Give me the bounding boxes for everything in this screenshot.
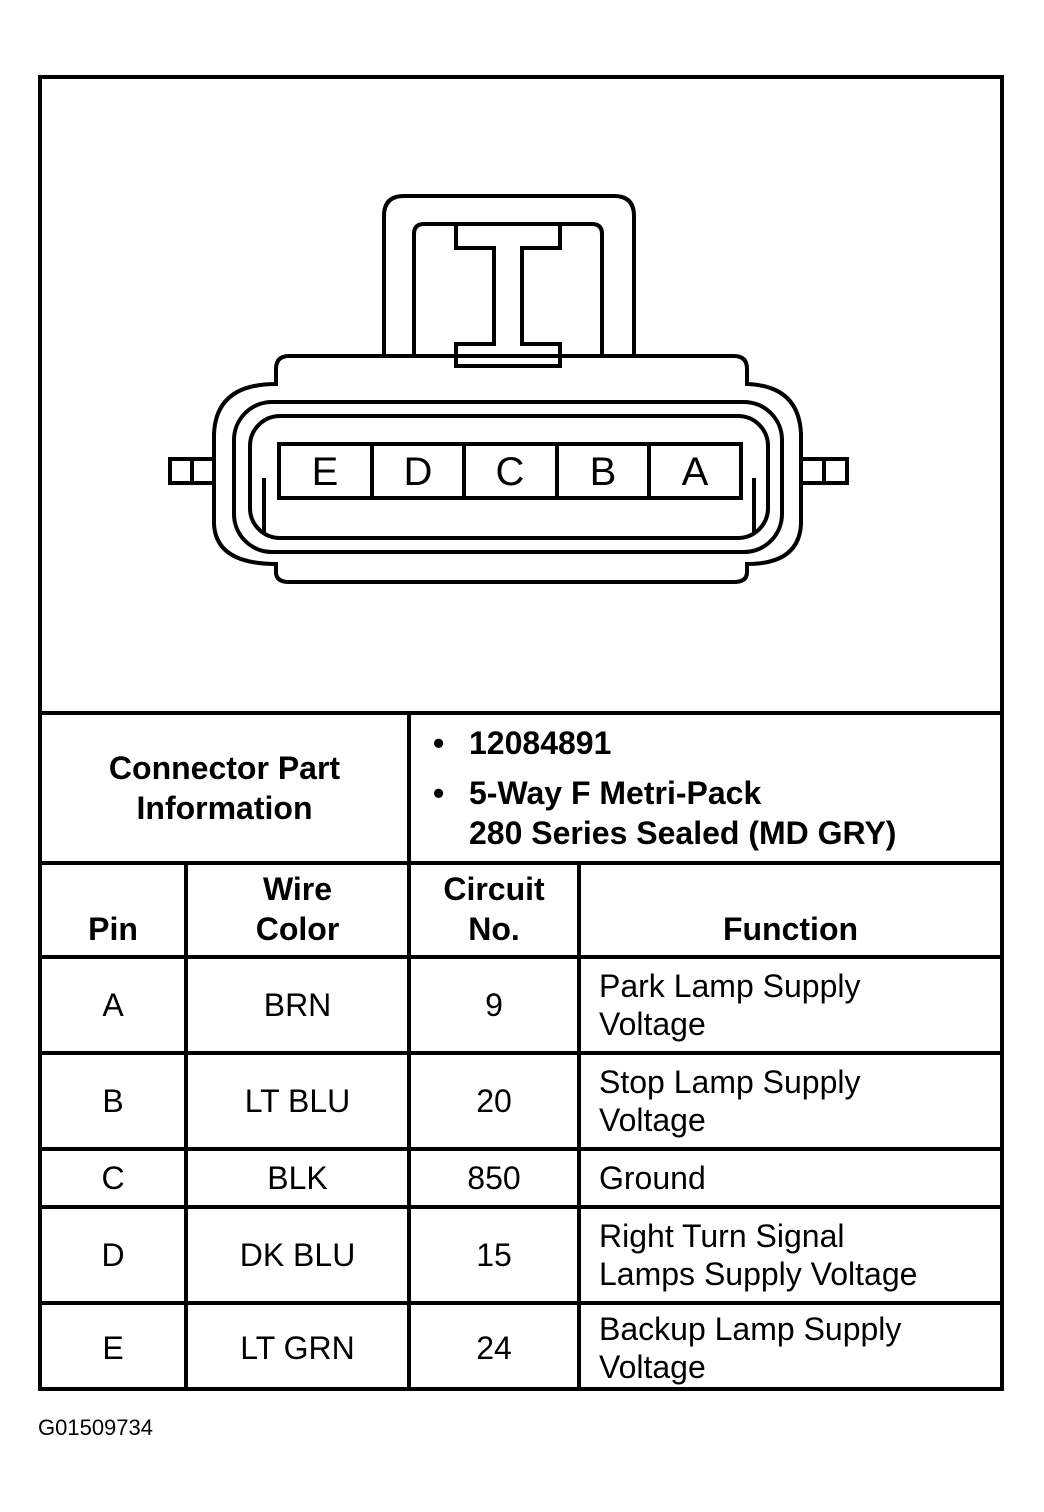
circuit-cell: 850	[407, 1147, 579, 1207]
connector-info-value: • 12084891 • 5-Way F Metri-Pack 280 Seri…	[409, 711, 1000, 861]
wire-color-cell: BLK	[184, 1147, 409, 1207]
pin-cell: A	[42, 955, 186, 1053]
circuit-cell: 9	[407, 955, 579, 1053]
bullet: •	[433, 725, 445, 761]
pin-label-c: C	[496, 450, 525, 494]
pin-cell: C	[42, 1147, 186, 1207]
pin-label-d: D	[404, 450, 433, 494]
circuit-cell: 20	[407, 1051, 579, 1149]
circuit-cell: 15	[407, 1205, 579, 1303]
connector-info-label: Connector Part Information	[42, 711, 411, 861]
connector-description-1: 5-Way F Metri-Pack	[469, 775, 762, 811]
pin-cell: D	[42, 1205, 186, 1303]
header-function: Function	[577, 861, 1000, 957]
wire-color-cell: BRN	[184, 955, 409, 1053]
housing-inner	[248, 414, 770, 540]
lock-tab-t	[454, 224, 562, 368]
table-row: C BLK 850 Ground	[42, 1147, 1000, 1207]
figure-id: G01509734	[38, 1415, 153, 1440]
header-pin: Pin	[42, 861, 186, 957]
connector-description-2: 280 Series Sealed (MD GRY)	[469, 815, 897, 851]
pin-label-a: A	[682, 450, 709, 494]
wire-color-cell: LT GRN	[184, 1301, 409, 1391]
connector-frame: E D C B A Connector Part Information • 1…	[38, 75, 1004, 1391]
wire-color-cell: DK BLU	[184, 1205, 409, 1303]
pin-label-e: E	[312, 450, 339, 494]
part-number: 12084891	[469, 725, 612, 761]
pin-cell: B	[42, 1051, 186, 1149]
part-number-line: • 12084891	[433, 723, 999, 763]
function-cell: Ground	[577, 1147, 1000, 1207]
lock-tab	[382, 194, 636, 354]
pin-cell: E	[42, 1301, 186, 1391]
lock-tab-inner	[412, 222, 604, 354]
pin-label-b: B	[590, 450, 617, 494]
bullet: •	[433, 775, 445, 811]
info-label-line1: Connector Part	[108, 750, 341, 786]
connector-diagram: E D C B A	[168, 194, 849, 584]
housing-outer	[212, 354, 803, 584]
pin-cavity-block	[277, 442, 743, 500]
connector-info-table: Connector Part Information • 12084891 • …	[42, 711, 1000, 861]
wire-color-cell: LT BLU	[184, 1051, 409, 1149]
info-label-line2: Information	[136, 790, 313, 826]
description-line: • 5-Way F Metri-Pack	[433, 773, 999, 813]
circuit-cell: 24	[407, 1301, 579, 1391]
housing-middle	[232, 400, 784, 554]
